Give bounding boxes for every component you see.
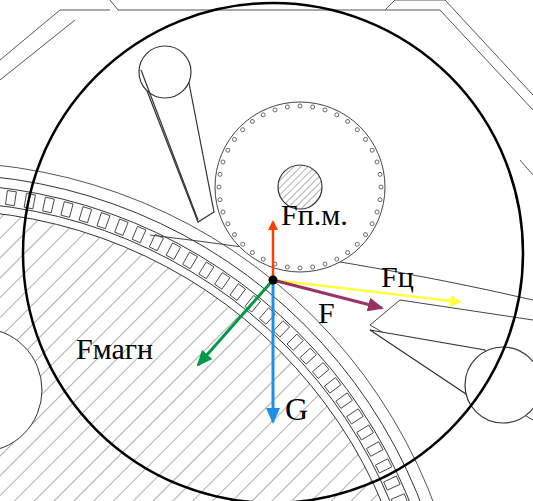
force-label: Fмагн xyxy=(76,334,153,364)
force-arrow xyxy=(272,280,275,422)
application-point xyxy=(269,276,278,285)
force-arrow xyxy=(198,280,273,365)
brush-drum xyxy=(215,102,385,272)
force-label: F xyxy=(318,298,335,328)
idler-pulley xyxy=(370,330,533,423)
contour-circle xyxy=(23,3,523,501)
force-label: Fп.м. xyxy=(281,200,348,230)
force-label: Fц xyxy=(381,262,414,292)
force-arrow xyxy=(273,280,460,302)
force-arrow xyxy=(272,222,275,280)
idler-pulley xyxy=(139,46,214,222)
force-vectors xyxy=(198,222,460,422)
force-label: G xyxy=(285,393,308,425)
